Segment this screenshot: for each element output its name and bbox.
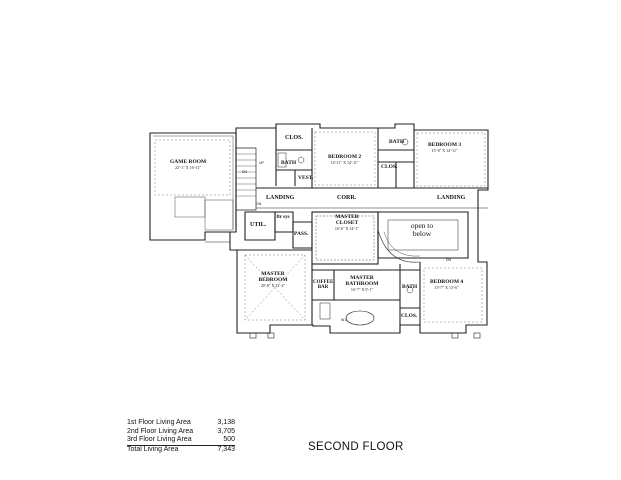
room-bedroom-4: BEDROOM 4 15'-7" X 13'-6" [430,279,464,290]
area-row-2nd-floor: 2nd Floor Living Area 3,705 [127,428,235,437]
room-bedroom-4-name: BEDROOM 4 [430,279,464,285]
label-bath-bedroom-4: BATH [402,284,418,290]
living-area-table: 1st Floor Living Area 3,138 2nd Floor Li… [127,419,235,454]
label-utility: UTIL. [250,222,267,228]
room-bedroom-3-name: BEDROOM 3 [428,142,462,148]
room-bedroom-3-dims: 15'-8" X 14'-11" [431,147,458,153]
label-on-left: ON [256,202,262,206]
room-bedroom-2-dims: 14'-11" X 14'-11" [330,159,359,165]
label-ftr-sys: ftr sys [276,215,290,220]
area-total-label: Total Living Area [127,445,179,453]
label-closet-bedroom-3: CLOS. [381,164,398,170]
room-master-bedroom-dims: 20'-8" X 21'-4" [260,282,286,288]
room-master-bedroom: MASTER BEDROOM 20'-8" X 21'-4" [253,271,293,288]
label-closet-bedroom-4: CLOS. [401,313,418,319]
area-row-value: 3,705 [217,427,235,435]
room-master-bathroom-dims: 16'-7" X 9'-1" [350,286,374,292]
area-row-label: 1st Floor Living Area [127,419,191,426]
room-bedroom-2: BEDROOM 2 14'-11" X 14'-11" [328,154,362,165]
room-bedroom-3: BEDROOM 3 15'-8" X 14'-11" [428,142,462,153]
label-bath-bedroom-3: BATH [389,139,405,145]
area-row-label: 2nd Floor Living Area [127,427,194,435]
label-vestibule: VEST. [298,175,314,181]
room-master-closet: MASTER CLOSET 16'-6" X 14'-1" [330,214,364,231]
label-dn-right: DN [446,258,452,262]
label-corridor: CORR. [337,195,357,201]
area-row-label: 3rd Floor Living Area [127,436,192,443]
room-bedroom-4-dims: 15'-7" X 13'-6" [434,284,459,290]
room-game-room: GAME ROOM 22'-1" X 16'-11" [170,159,207,170]
open-to-below-outline [377,211,469,259]
stair-left [236,147,257,211]
area-row-3rd-floor: 3rd Floor Living Area 500 [127,436,235,445]
area-row-value: 500 [223,436,235,443]
room-master-closet-dims: 16'-6" X 14'-1" [334,225,360,231]
label-coffee-bar: COFFEE BAR [313,280,334,291]
floor-title: SECOND FLOOR [308,441,404,453]
room-master-bedroom-name: MASTER BEDROOM [258,271,288,283]
label-landing-left: LANDING [266,195,295,201]
label-up: UP [259,161,264,165]
area-row-1st-floor: 1st Floor Living Area 3,138 [127,419,235,428]
room-master-bathroom: MASTER BATHROOM 16'-7" X 9'-1" [342,275,382,292]
area-row-value: 3,138 [217,419,235,426]
room-game-room-dims: 22'-1" X 16'-11" [175,164,202,170]
room-master-bathroom-name: MASTER BATHROOM [345,275,379,287]
room-game-room-name: GAME ROOM [170,159,207,165]
label-closet-top: CLOS. [285,135,303,141]
area-row-total: Total Living Area 7,343 [127,444,235,455]
label-landing-right: LANDING [437,195,466,201]
room-master-closet-name: MASTER CLOSET [335,214,359,226]
label-bath-bedroom-2: BATH [281,160,297,166]
label-open-to-below: open to below [410,221,434,239]
area-total-value: 7,343 [217,445,235,453]
label-wc: W.C. [341,318,349,322]
label-dn-left: DN [242,170,248,174]
main-outline [229,123,489,334]
room-bedroom-2-name: BEDROOM 2 [328,154,362,160]
game-room-walls [149,132,237,241]
label-pass: PASS. [294,231,309,237]
